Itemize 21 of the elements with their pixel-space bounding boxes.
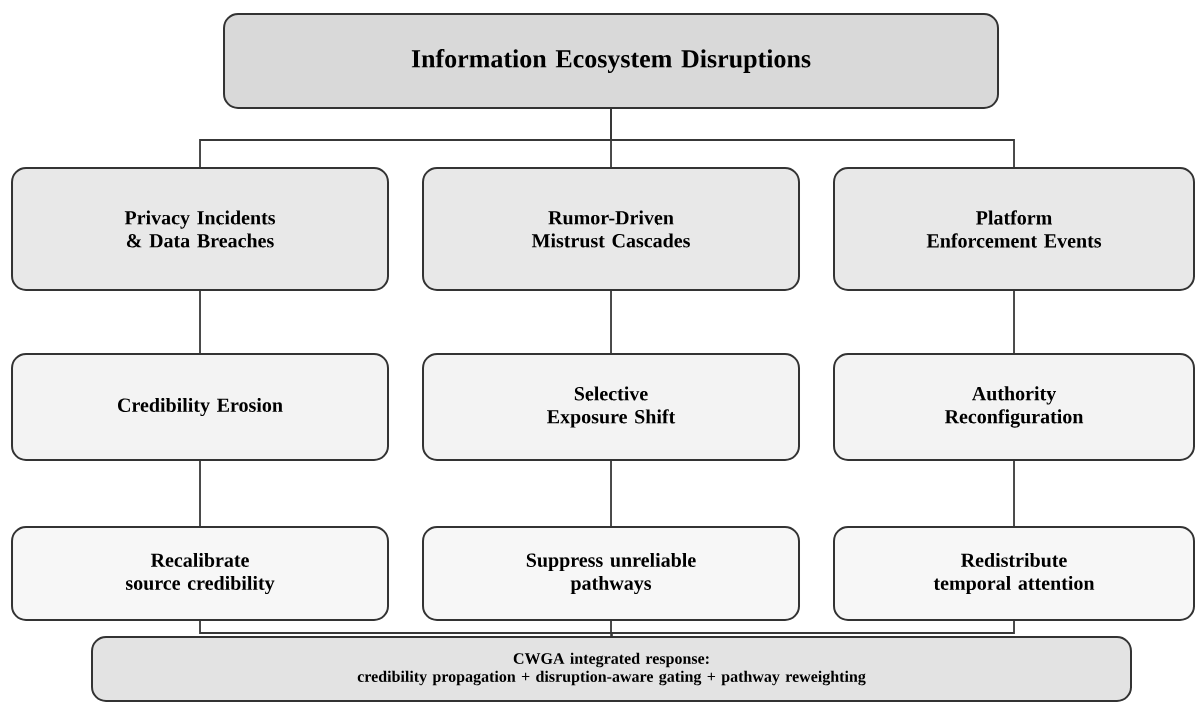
category-box: Privacy Incidents & Data Breaches (11, 167, 389, 291)
connector-line (610, 108, 1015, 168)
connector-line (610, 620, 613, 637)
category-box: Rumor-Driven Mistrust Cascades (422, 167, 800, 291)
summary-box: CWGA integrated response: credibility propagation + disruption-aware gating + pathway reweighting (91, 636, 1132, 702)
category-box: Platform Enforcement Events (833, 167, 1195, 291)
connector-line (199, 460, 201, 527)
heading-box: Information Ecosystem Disruptions (223, 13, 999, 109)
connector-line (199, 620, 613, 637)
response-box: Suppress unreliable pathways (422, 526, 800, 621)
response-box: Redistribute temporal attention (833, 526, 1195, 621)
connector-line (610, 290, 612, 354)
connector-line (1013, 460, 1015, 527)
effect-box: Selective Exposure Shift (422, 353, 800, 461)
effect-box: Authority Reconfiguration (833, 353, 1195, 461)
response-box: Recalibrate source credibility (11, 526, 389, 621)
connector-line (610, 460, 612, 527)
connector-line (199, 290, 201, 354)
effect-box: Credibility Erosion (11, 353, 389, 461)
connector-line (610, 620, 1015, 637)
connector-line (1013, 290, 1015, 354)
